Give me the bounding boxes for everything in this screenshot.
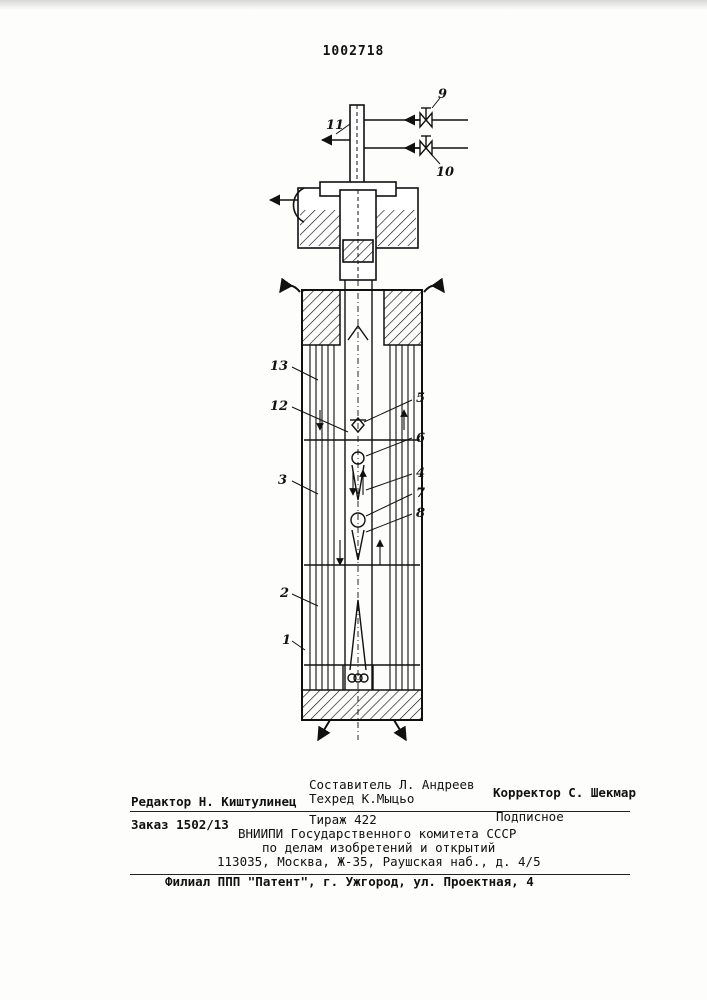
circulation: Тираж 422 [309,812,377,827]
label-11: 11 [326,118,344,133]
order-number: Заказ 1502/13 [131,817,229,832]
label-4: 4 [416,466,425,481]
valve-10 [420,136,432,155]
label-12: 12 [270,399,288,414]
central-column [343,280,373,740]
branch-address: Филиал ППП "Патент", г. Ужгород, ул. Про… [165,874,534,889]
leader-lines [292,98,440,650]
editor: Редактор Н. Киштулинец [131,794,297,809]
label-5: 5 [416,391,425,406]
subscription: Подписное [496,809,564,824]
label-13: 13 [270,359,288,374]
label-3: 3 [278,473,287,488]
org-line-2: по делам изобретений и открытий [262,840,495,855]
corrector: Корректор С. Шекмар [493,785,636,800]
label-9: 9 [438,87,447,102]
techred: Техред К.Мыцьо [309,791,414,806]
compiler: Составитель Л. Андреев [309,777,475,792]
label-8: 8 [416,506,425,521]
label-7: 7 [416,486,425,501]
label-10: 10 [436,165,454,180]
label-6: 6 [416,431,425,446]
org-line-1: ВНИИПИ Государственного комитета СССР [238,826,516,841]
top-flange [270,182,418,280]
org-address: 113035, Москва, Ж-35, Раушская наб., д. … [217,854,541,869]
label-2: 2 [279,586,289,601]
label-1: 1 [282,633,291,648]
valve-9 [420,108,432,127]
